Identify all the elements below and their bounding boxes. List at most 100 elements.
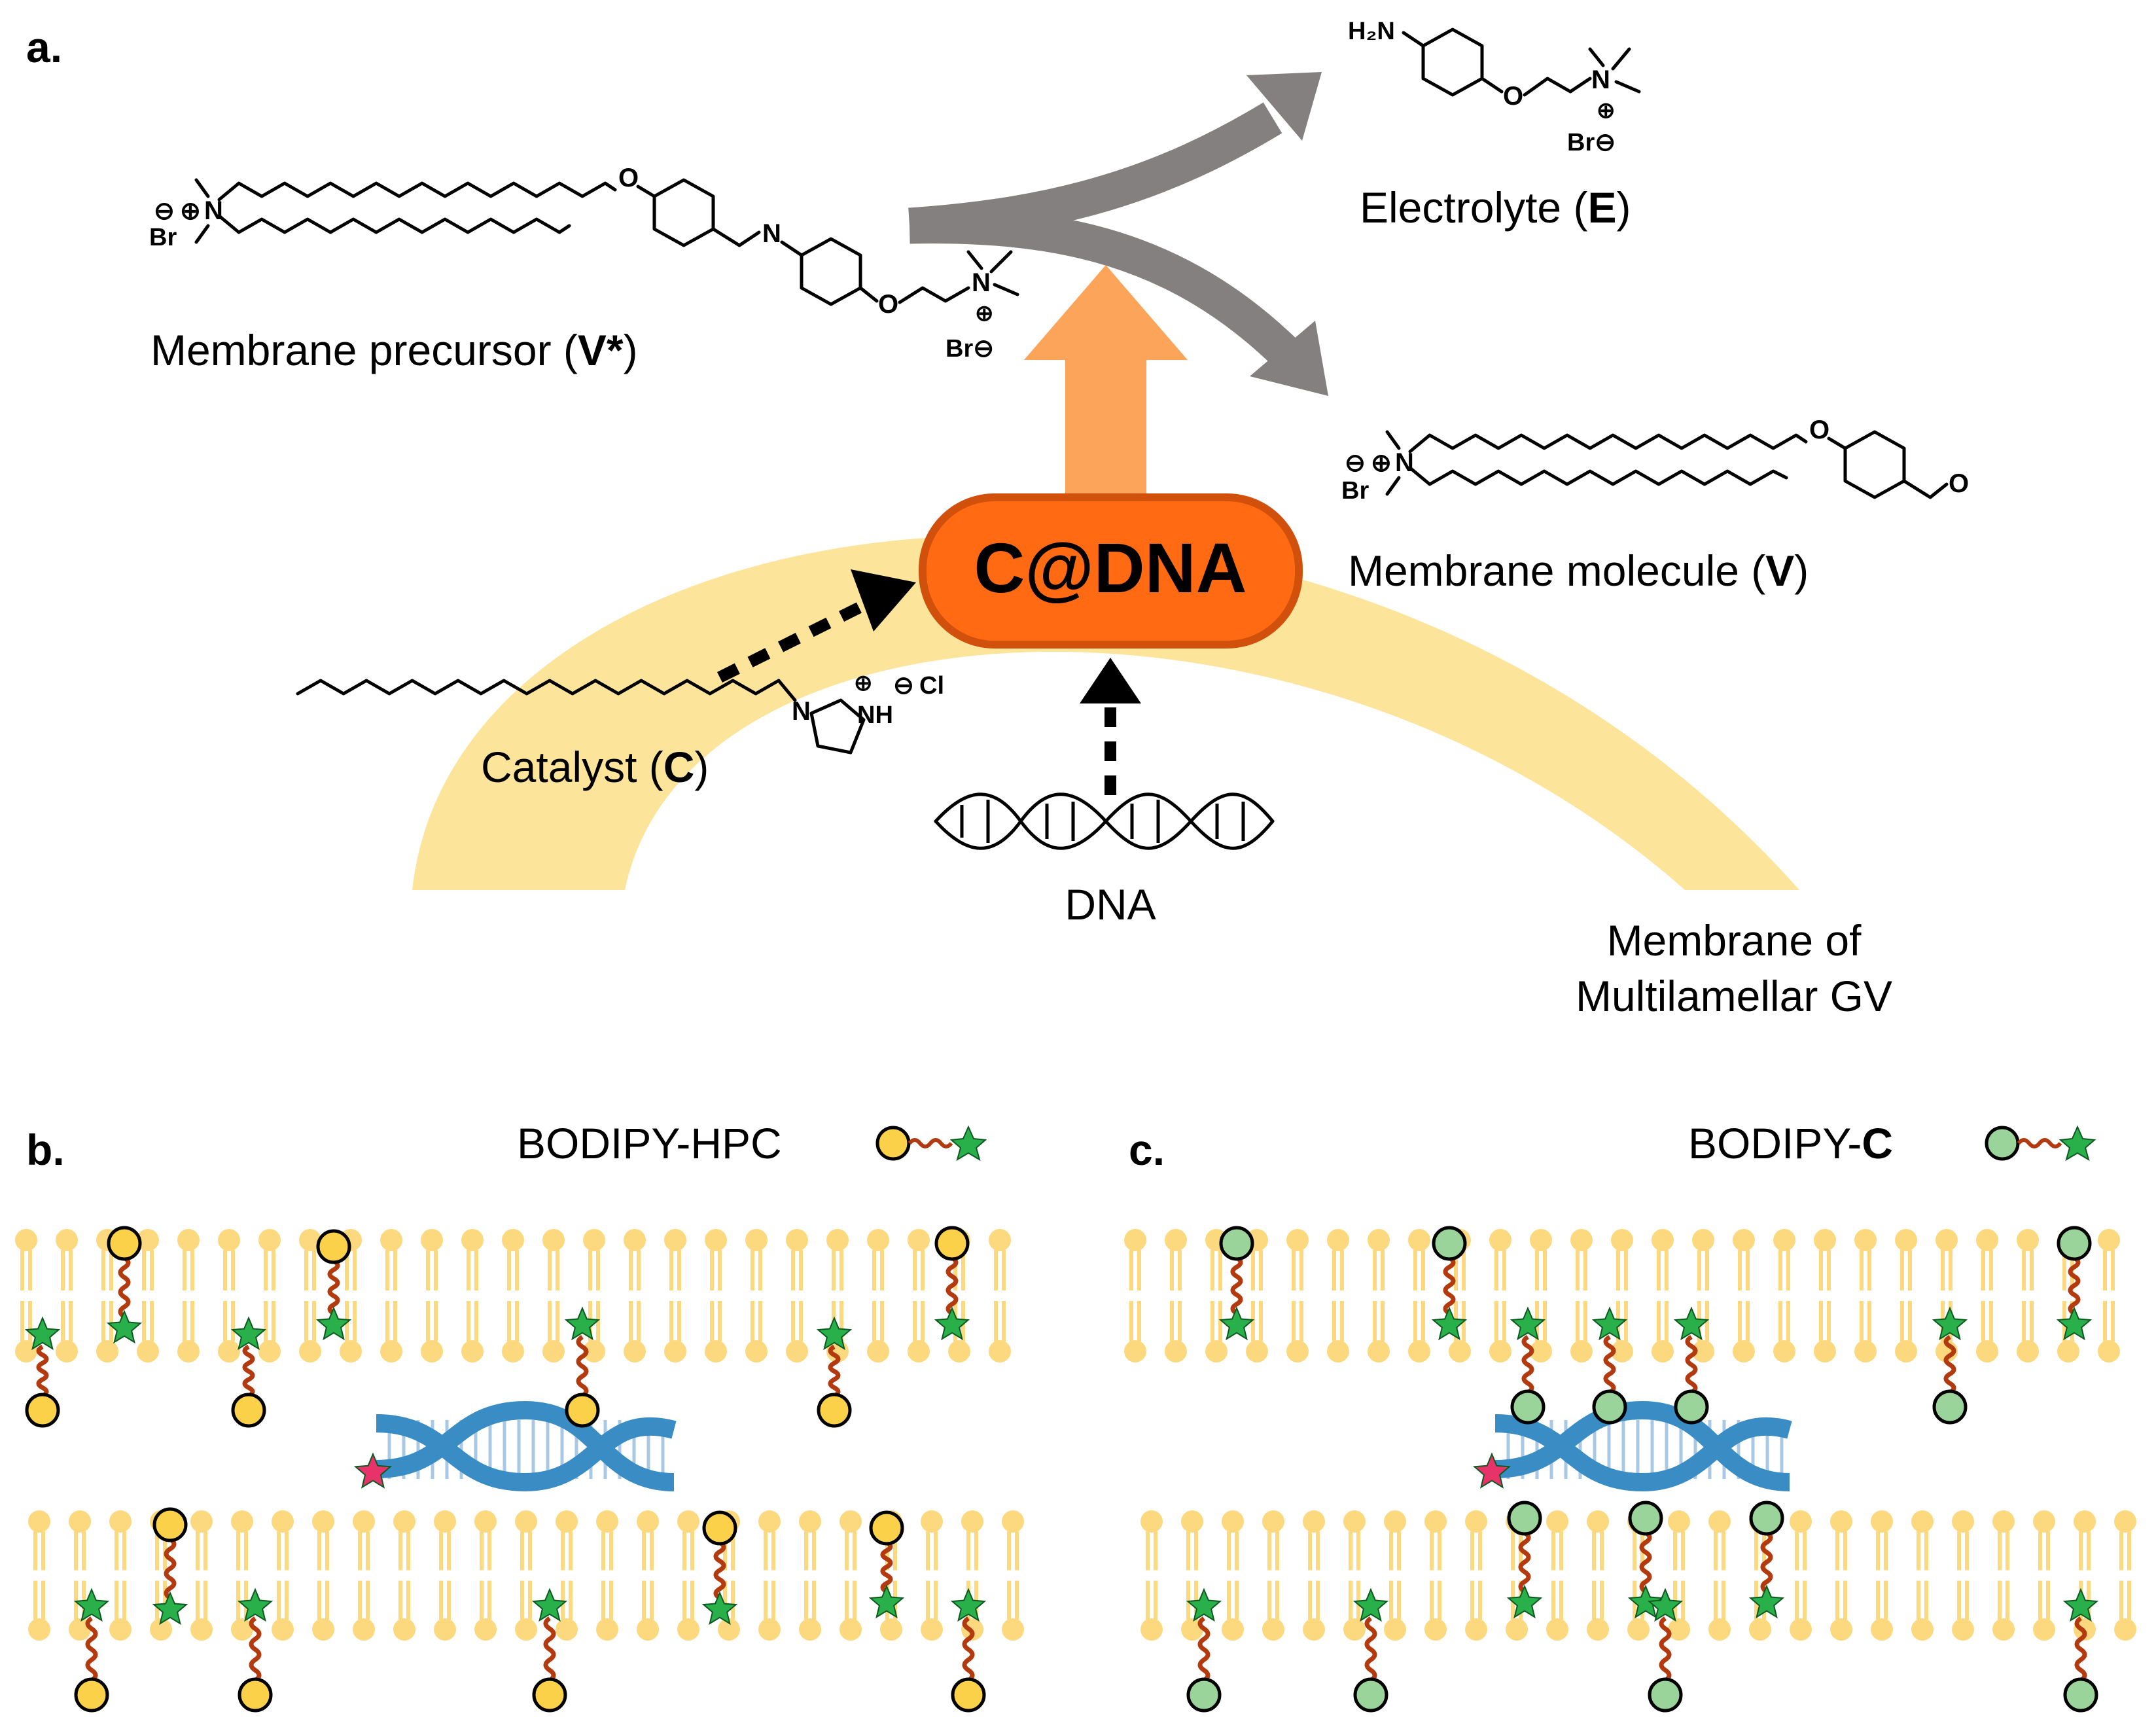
lipid-tail [61, 1250, 73, 1342]
probe-linker [1521, 1334, 1534, 1395]
probe-star [152, 1591, 188, 1626]
lipid-tail [1876, 1531, 1888, 1620]
lipid-head [786, 1229, 808, 1251]
lipid-head [1871, 1510, 1893, 1533]
lipid-head [908, 1229, 930, 1251]
lipid-head [1692, 1340, 1714, 1362]
lipid-head [461, 1340, 484, 1362]
lipid-tail [183, 1250, 194, 1342]
lipid-head [1465, 1510, 1487, 1533]
lipid-tail [1917, 1531, 1928, 1620]
probe-star [816, 1316, 853, 1351]
lipid-head [1652, 1229, 1674, 1251]
probe-head [1749, 1501, 1784, 1536]
lipid-head [502, 1229, 524, 1251]
lipid-head [1830, 1618, 1852, 1641]
lipid-tail [439, 1531, 451, 1620]
lipid-tail [1170, 1250, 1182, 1342]
reaction-arrow-lower [909, 207, 1299, 366]
dna-dye-star [353, 1452, 393, 1489]
lipid-head [312, 1618, 334, 1641]
lipid-tail [1308, 1531, 1320, 1620]
catalyst-dotted-arrow [716, 593, 880, 683]
probe-linker [1197, 1616, 1211, 1682]
svg-text:⊕: ⊕ [975, 301, 994, 326]
dna-arrowhead [1080, 658, 1141, 703]
lipid-tail [669, 1250, 681, 1342]
lipid-tail [588, 1250, 600, 1342]
lipid-head [2033, 1618, 2055, 1641]
lipid-head [1570, 1229, 1593, 1251]
lipid-head [380, 1340, 402, 1362]
probe-star [230, 1316, 267, 1351]
probe-star [1673, 1306, 1710, 1341]
lipid-head [2017, 1229, 2039, 1251]
lipid-tail [629, 1250, 641, 1342]
lipid-tail [2038, 1531, 2050, 1620]
lipid-head [1286, 1229, 1309, 1251]
lipid-head [1587, 1618, 1609, 1641]
lipid-head [1286, 1340, 1309, 1362]
lipid-tail [467, 1250, 478, 1342]
lipid-head [664, 1340, 686, 1362]
lipid-head [880, 1618, 902, 1641]
probe-head [316, 1229, 351, 1264]
probe-linker [543, 1616, 556, 1682]
lipid-head [596, 1618, 618, 1641]
lipid-tail [1470, 1531, 1482, 1620]
lipid-tail [398, 1531, 410, 1620]
lipid-tail [966, 1531, 978, 1620]
probe-head [231, 1393, 266, 1428]
lipid-head [393, 1510, 415, 1533]
lipid-tail [1389, 1531, 1401, 1620]
lipid-head [1530, 1229, 1552, 1251]
catalyst-structure: N NH ⊕ ⊖ Cl [296, 671, 944, 755]
lipid-head [1384, 1510, 1406, 1533]
lipid-head [2074, 1510, 2096, 1533]
probe-linker [1943, 1334, 1956, 1395]
dna-label: DNA [1065, 880, 1156, 929]
lipid-head [1652, 1340, 1674, 1362]
lipid-head [1708, 1510, 1731, 1533]
lipid-tail [642, 1531, 654, 1620]
lipid-head [637, 1510, 659, 1533]
lipid-tail [1267, 1531, 1279, 1620]
lipid-tail [358, 1531, 370, 1620]
lipid-tail [832, 1250, 843, 1342]
lipid-head [583, 1229, 605, 1251]
svg-text:NH: NH [857, 702, 893, 729]
lipid-tail [1332, 1250, 1344, 1342]
panel-a-label: a. [26, 23, 62, 71]
lipid-head [556, 1618, 578, 1641]
probe-linker [1685, 1334, 1698, 1395]
lipid-tail [264, 1250, 275, 1342]
lipid-head [961, 1510, 983, 1533]
probe-head [951, 1677, 986, 1713]
lipid-head [758, 1510, 781, 1533]
bilayer-panel-c [1124, 1226, 2136, 1713]
probe-head [1353, 1677, 1388, 1713]
lipid-head [1408, 1340, 1430, 1362]
probe-star [1506, 1584, 1543, 1619]
lipid-head [1935, 1229, 1958, 1251]
svg-text:Br: Br [149, 224, 177, 251]
lipid-tail [913, 1250, 925, 1342]
lipid-head [1952, 1510, 1974, 1533]
lipid-head [718, 1618, 740, 1641]
lipid-head [1911, 1618, 1934, 1641]
lipid-head [1570, 1340, 1593, 1362]
lipid-head [1368, 1229, 1390, 1251]
probe-star [934, 1306, 970, 1341]
probe-linker [1603, 1334, 1616, 1395]
lipid-head [1449, 1340, 1471, 1362]
lipid-head [2114, 1510, 2136, 1533]
probe-head [238, 1677, 273, 1713]
lipid-head [1002, 1510, 1024, 1533]
lipid-head [542, 1340, 565, 1362]
dna-strand [1494, 1400, 1790, 1491]
lipid-head [56, 1229, 78, 1251]
lipid-head [474, 1510, 497, 1533]
lipid-head [1668, 1510, 1690, 1533]
lipid-tail [33, 1531, 45, 1620]
lipid-tail [304, 1250, 316, 1342]
